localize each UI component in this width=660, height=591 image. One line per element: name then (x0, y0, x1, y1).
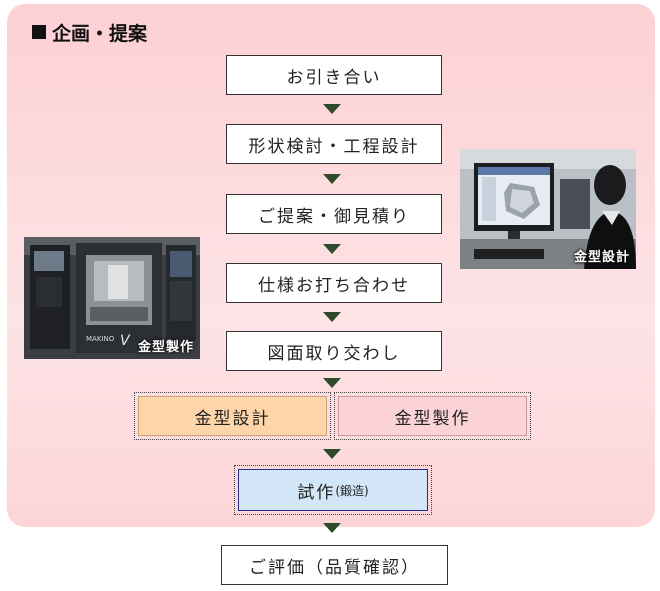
step-die-production: 金型製作 (338, 396, 527, 436)
down-arrow-icon (323, 104, 341, 114)
trial-label: 試作 (297, 482, 336, 503)
down-arrow-icon (323, 523, 341, 533)
die-design-photo: 金型設計 (460, 149, 636, 269)
design-dotted-frame (134, 392, 331, 440)
down-arrow-icon (323, 244, 341, 254)
step-proposal-quote: ご提案・御見積り (226, 194, 442, 234)
step-inquiry: お引き合い (226, 55, 442, 95)
die-production-caption: 金型製作 (137, 340, 194, 355)
step-die-design: 金型設計 (138, 396, 327, 436)
step-shape-study: 形状検討・工程設計 (226, 124, 442, 164)
step-drawing-exchange: 図面取り交わし (226, 331, 442, 371)
svg-text:V: V (120, 333, 131, 349)
production-dotted-frame (334, 392, 531, 440)
section-title: 企画・提案 (32, 20, 148, 45)
section-title-text: 企画・提案 (52, 22, 148, 45)
machine-brand: MAKINO (86, 335, 115, 343)
step-spec-meeting: 仕様お打ち合わせ (226, 263, 442, 303)
cad-workstation-illustration (460, 149, 636, 269)
machining-center-illustration: MAKINO V (24, 237, 200, 359)
trial-note: (鍛造) (335, 483, 369, 498)
die-production-photo: MAKINO V 金型製作 (24, 237, 200, 359)
down-arrow-icon (323, 378, 341, 388)
step-trial-forging: 試作(鍛造) (238, 469, 428, 511)
square-bullet-icon (32, 25, 46, 39)
down-arrow-icon (323, 312, 341, 322)
die-design-caption: 金型設計 (573, 250, 630, 265)
step-evaluation: ご評価（品質確認） (221, 545, 448, 585)
trial-dotted-frame (234, 465, 432, 515)
down-arrow-icon (323, 174, 341, 184)
down-arrow-icon (323, 449, 341, 459)
